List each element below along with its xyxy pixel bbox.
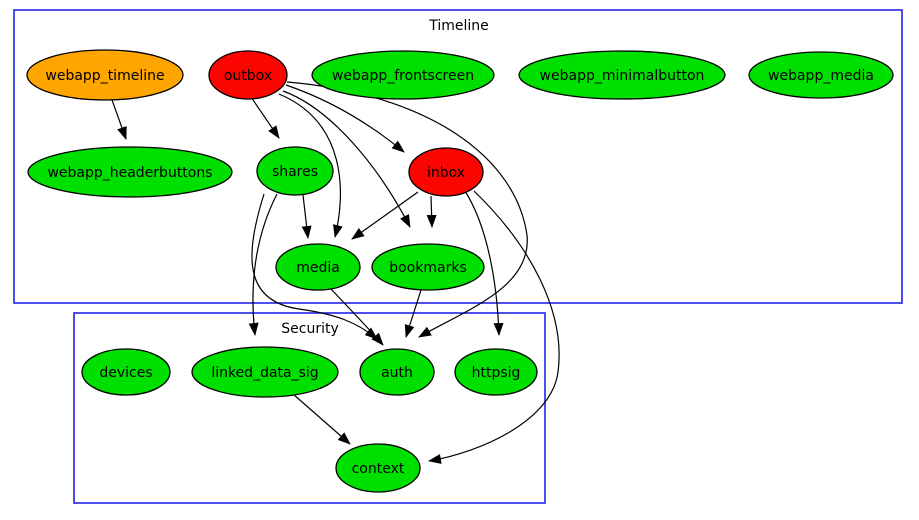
node-webapp_headerbuttons — [27, 146, 233, 198]
node-webapp_media — [748, 51, 894, 99]
node-webapp_minimalbutton — [518, 50, 726, 100]
edge-outbox-to-inbox — [285, 84, 405, 153]
node-devices-label: devices — [99, 365, 152, 381]
node-webapp_timeline — [26, 49, 184, 101]
node-webapp_frontscreen-label: webapp_frontscreen — [332, 68, 474, 84]
edge-linked_data_sig-to-context — [292, 393, 351, 445]
node-context — [335, 443, 421, 493]
edge-media-to-auth — [329, 287, 384, 346]
cluster-security-box — [73, 312, 546, 504]
edge-inbox-to-httpsig — [464, 190, 504, 336]
node-webapp_minimalbutton-label: webapp_minimalbutton — [540, 68, 705, 84]
node-bookmarks — [371, 243, 485, 291]
node-context-label: context — [352, 461, 405, 477]
node-outbox — [208, 50, 288, 100]
edge-outbox-to-media — [278, 93, 343, 238]
cluster-timeline-label: Timeline — [428, 18, 489, 34]
edge-outbox-to-auth — [286, 81, 528, 338]
node-auth — [359, 348, 435, 396]
node-devices — [81, 348, 171, 396]
edge-inbox-to-context — [428, 190, 560, 464]
edge-outbox-to-shares — [250, 96, 280, 139]
edge-shares-to-auth — [251, 193, 378, 340]
edge-inbox-to-media — [351, 191, 419, 240]
node-webapp_media-label: webapp_media — [768, 68, 874, 84]
node-webapp_frontscreen — [311, 50, 495, 100]
edge-outbox-to-bookmarks — [282, 90, 411, 228]
node-linked_data_sig — [191, 346, 339, 398]
node-auth-label: auth — [381, 365, 413, 381]
edge-webapp_timeline-to-webapp_headerbuttons — [111, 99, 127, 140]
node-httpsig-label: httpsig — [472, 365, 521, 381]
node-linked_data_sig-label: linked_data_sig — [211, 365, 318, 381]
edge-bookmarks-to-auth — [404, 289, 422, 338]
node-inbox — [408, 147, 484, 197]
node-media-label: media — [296, 260, 340, 276]
node-outbox-label: outbox — [224, 68, 272, 84]
cluster-security-label: Security — [281, 321, 339, 337]
node-bookmarks-label: bookmarks — [389, 260, 467, 276]
edge-shares-to-linked_data_sig — [248, 193, 278, 336]
node-httpsig — [454, 348, 538, 396]
node-media — [275, 243, 361, 291]
node-webapp_timeline-label: webapp_timeline — [45, 68, 164, 84]
edge-inbox-to-bookmarks — [426, 195, 437, 228]
node-shares — [256, 146, 334, 196]
cluster-timeline-box — [13, 9, 903, 304]
edge-shares-to-media — [301, 194, 312, 239]
node-shares-label: shares — [272, 164, 318, 180]
node-webapp_headerbuttons-label: webapp_headerbuttons — [47, 165, 212, 181]
node-inbox-label: inbox — [427, 165, 465, 181]
